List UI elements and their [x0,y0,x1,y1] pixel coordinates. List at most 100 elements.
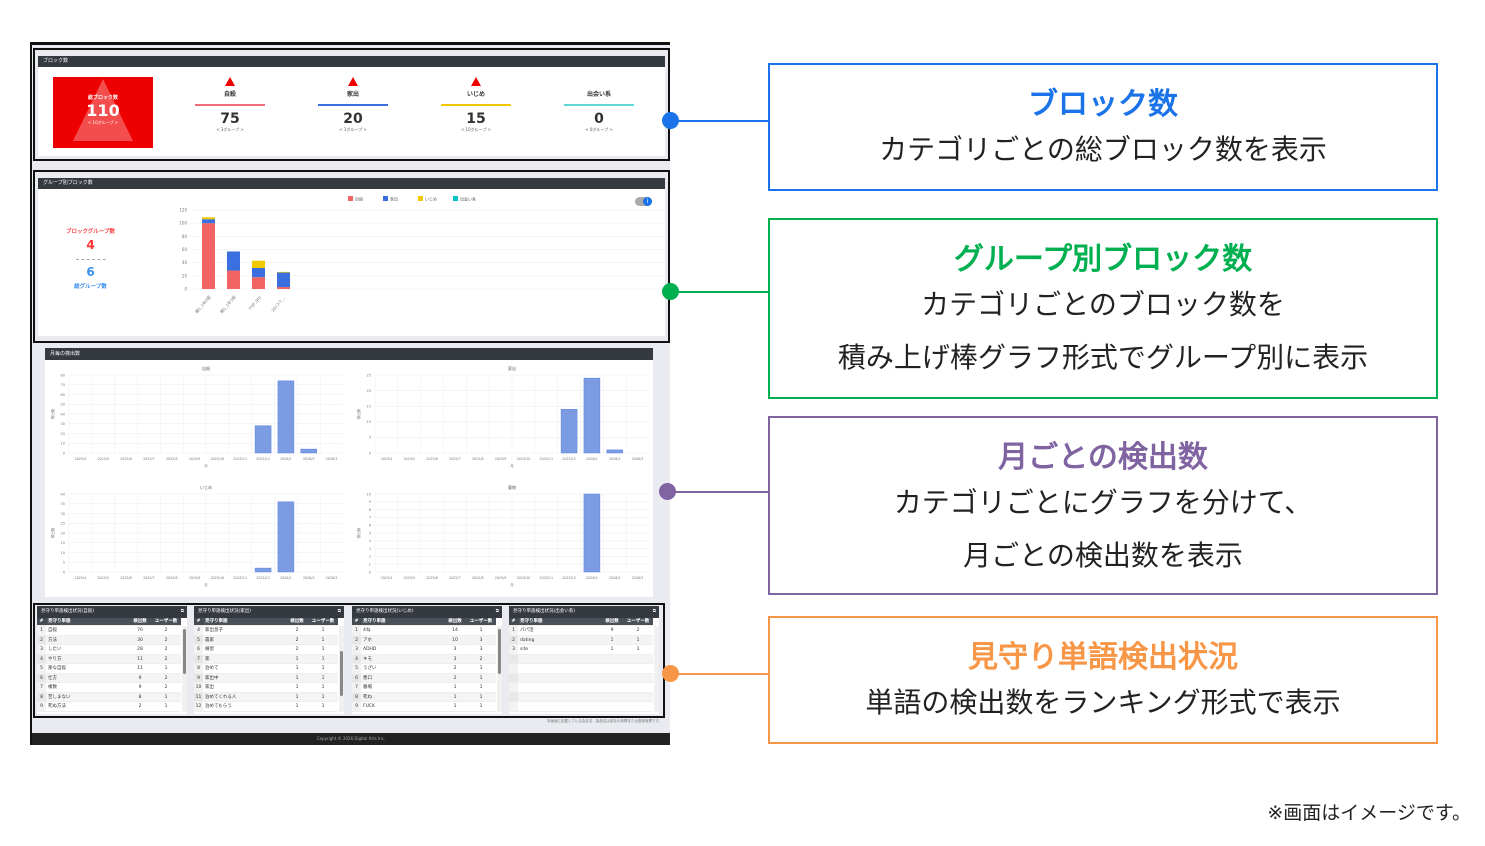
table-cell: 苦しまない [48,694,71,700]
table-cell: 1 [321,666,325,671]
y-tick-label: 0 [369,451,371,455]
x-tick-label: 2025/10 [517,457,531,461]
table-cell: 7 [352,683,361,692]
copy-icon[interactable]: ⧉ [180,609,184,614]
scrollbar[interactable] [497,626,502,712]
x-axis-label: 月 [204,582,208,587]
callout-text: 単語の検出数をランキング形式で表示 [865,686,1341,719]
x-tick-label: 2025/12 [256,576,270,580]
table-cell [509,654,518,663]
table-cell: 1 [636,647,640,652]
table-cell: 4ね [363,628,371,633]
callout-title: 見守り単語検出状況 [968,640,1238,675]
y-tick-label: 40 [61,412,65,416]
table-cell: 悪口 [363,675,372,681]
y-tick-label: 5 [369,436,371,440]
legend-label: 家出 [390,196,398,202]
table-cell: したい [48,647,62,652]
table-cell: 7 [194,654,203,663]
bar [277,380,295,454]
callout-box: 見守り単語検出状況 単語の検出数をランキング形式で表示 [768,616,1438,744]
table-cell: 自殺 [48,628,57,633]
x-tick-label: mgt_grp [247,294,262,310]
bar-segment [227,270,240,289]
table-cell: 2 [295,637,299,643]
scrollbar[interactable] [654,626,659,712]
x-tick-label: 2026/2 [609,576,621,580]
legend-label: いじめ [425,197,437,202]
category-stat[interactable]: 出会い系 0 < 0グループ > [564,77,634,133]
table-cell: 14 [452,628,458,633]
x-tick-label: 2026/1 [280,457,292,461]
table-cell: 2 [479,656,483,662]
category-value: 20 [343,110,363,127]
y-tick-label: 3 [369,547,371,551]
scrollbar[interactable] [182,626,187,712]
block-count-header: ブロック数 [38,56,665,67]
category-stat[interactable]: 家出 20 < 1グループ > [318,77,388,133]
x-tick-label: 2025/6 [426,457,438,461]
y-tick-label: 30 [61,422,65,426]
x-tick-label: 2025/5 [97,457,109,461]
copy-icon[interactable]: ⧉ [495,609,499,614]
callout-box: ブロック数 カテゴリごとの総ブロック数を表示 [768,63,1438,191]
table-cell: 28 [137,647,143,652]
table-cell: 1 [453,694,457,700]
total-block-value: 110 [86,101,120,120]
table-cell: 1 [321,637,325,643]
category-label: 家出 [346,91,359,98]
table-cell [509,683,518,692]
x-tick-label: 親1_1年1組 [218,294,237,314]
table-cell: 5 [194,635,203,644]
table-title-text: 見守り単語検出状況(家出) [198,609,252,614]
image-note: ※画面はイメージです。 [1267,802,1471,824]
connector-line [672,291,768,293]
copy-icon[interactable]: ⧉ [652,609,656,614]
table-title: 見守り単語検出状況(出会い系)⧉ [509,606,659,618]
callout-title: 月ごとの検出数 [998,440,1208,475]
copy-icon[interactable]: ⧉ [337,609,341,614]
column-header: ユーザー数 [311,619,335,624]
category-stat[interactable]: いじめ 15 < 10グループ > [441,77,511,133]
callout-text: カテゴリごとの総ブロック数を表示 [879,133,1327,166]
chart-toggle[interactable]: i [635,197,652,206]
x-tick-label: 2025/4 [381,457,393,461]
scrollbar[interactable] [339,626,344,712]
bar-segment [202,217,215,220]
table-cell: 3 [352,645,361,654]
block-groups-label: ブロックグループ数 [66,229,115,235]
table-cell: 仕方 [48,675,57,681]
y-tick-label: 1 [369,563,371,567]
table-cell: ADHD [363,647,377,652]
y-tick-label: 10 [367,492,371,496]
x-tick-label: 2025/8 [472,457,484,461]
table-cell: 泊めてくれる人 [205,694,237,700]
x-tick-label: 2025/11 [539,457,553,461]
category-stat[interactable]: 自殺 75 < 3グループ > [195,77,265,133]
y-axis-label: 検出数 [50,527,55,538]
table-cell: 1 [479,685,483,690]
y-tick-label: 6 [369,524,371,528]
table-cell [601,674,623,683]
table-cell: 家 [205,656,210,662]
warning-icon [73,79,133,141]
table-cell [509,673,518,682]
table-cell: 5 [37,664,46,673]
connector-dot [662,665,679,682]
table-cell: 1 [610,637,614,643]
